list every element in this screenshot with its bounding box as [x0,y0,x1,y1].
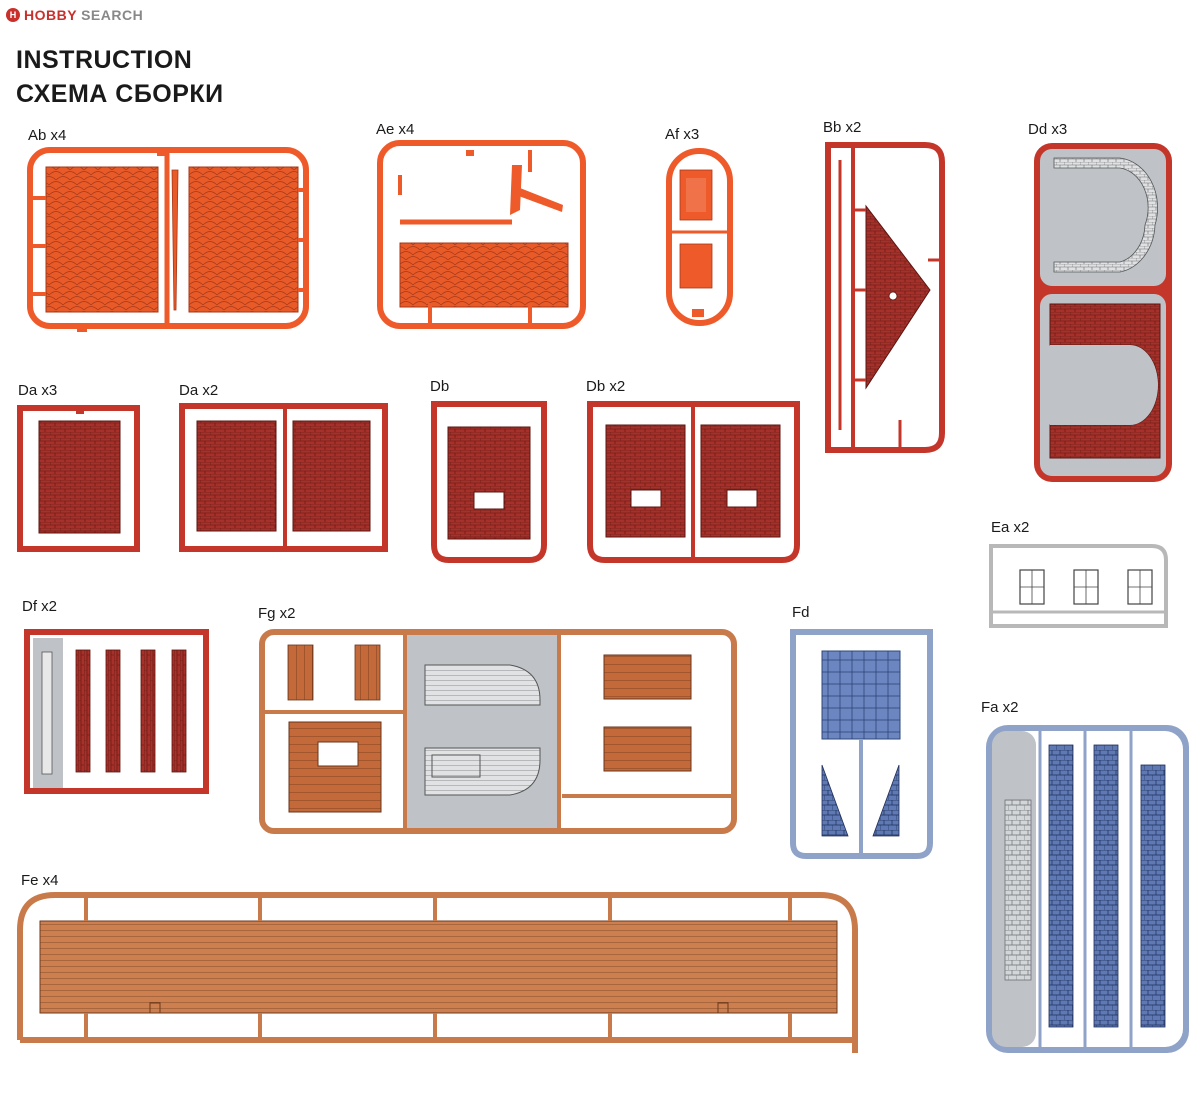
sprue-fe [17,892,858,1053]
sprue-af [666,148,733,326]
sprue-label-ea: Ea x2 [991,519,1030,536]
sprue-label-db2: Db x2 [586,378,626,395]
sprue-bb [825,142,945,453]
sprue-ab [27,147,309,332]
sprue-db [431,401,547,563]
sprue-da2 [179,403,388,552]
page-subtitle: СХЕМА СБОРКИ [16,80,224,108]
sprue-db2 [587,401,800,563]
sprue-ae [377,140,586,329]
sprue-label-fa: Fa x2 [981,699,1019,716]
watermark-brand: HOBBY [24,7,78,23]
sprue-label-ae: Ae x4 [376,121,415,138]
sprue-label-dd: Dd x3 [1028,121,1068,138]
sprue-fg [259,629,737,834]
sprue-ea [989,544,1168,628]
sprue-df [24,629,209,794]
sprue-label-fg: Fg x2 [258,605,296,622]
sprue-label-fe: Fe x4 [21,872,59,889]
watermark: H HOBBY SEARCH [6,6,143,24]
sprue-label-af: Af x3 [665,126,700,143]
sprue-label-bb: Bb x2 [823,119,862,136]
sprue-fa [986,725,1189,1053]
sprue-label-ab: Ab x4 [28,127,67,144]
sprue-label-fd: Fd [792,604,810,621]
sprue-da3 [17,405,140,552]
sprue-label-db: Db [430,378,450,395]
sprue-dd [1034,143,1172,482]
sprue-fd [790,629,933,859]
page-title: INSTRUCTION [16,46,193,74]
sprue-label-da2: Da x2 [179,382,219,399]
sprue-label-df: Df x2 [22,598,58,615]
hobby-search-logo-icon: H [6,8,20,22]
sprue-label-da3: Da x3 [18,382,58,399]
watermark-suffix: SEARCH [81,7,144,23]
